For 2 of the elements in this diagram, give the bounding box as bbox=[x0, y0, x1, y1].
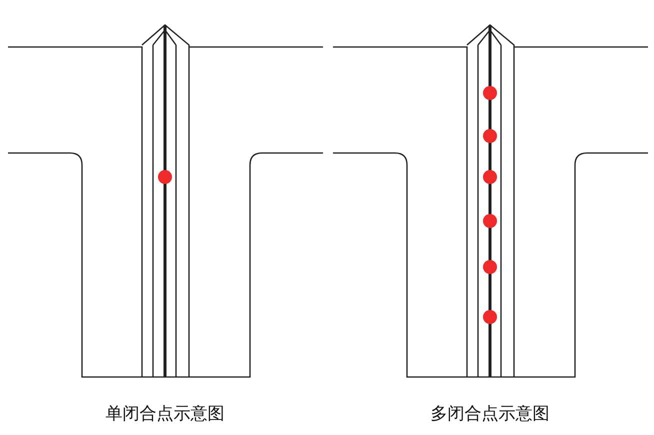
diagram-caption: 多闭合点示意图 bbox=[430, 403, 550, 425]
diagram-caption: 单闭合点示意图 bbox=[106, 403, 224, 425]
